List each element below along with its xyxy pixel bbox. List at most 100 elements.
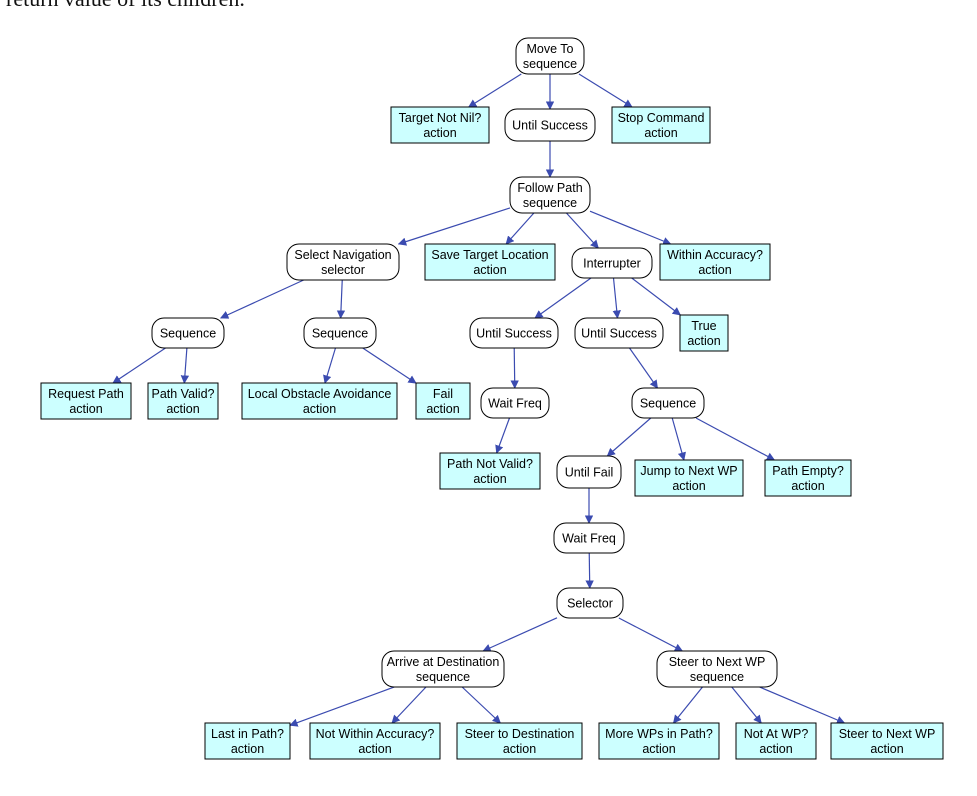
node-label: Within Accuracy? [667,248,763,262]
node-not-at-wp: Not At WP?action [735,722,817,760]
node-label: Arrive at Destination [387,655,500,669]
node-label: action [687,334,720,348]
composite-node-box [631,387,705,419]
node-sequence-3: Sequence [631,387,705,419]
node-label: action [303,402,336,416]
node-label: action [791,479,824,493]
node-label: Request Path [48,387,124,401]
node-label: sequence [523,196,577,210]
node-label: action [503,742,536,756]
action-node-box [634,459,744,497]
node-label: action [870,742,903,756]
node-label: sequence [690,670,744,684]
action-node-box [598,722,720,760]
composite-node-box [286,243,400,281]
node-label: action [759,742,792,756]
node-label: Target Not Nil? [399,111,482,125]
edge-interrupter-to-until-success-3 [612,277,621,319]
composite-node-box [556,455,622,489]
node-label: Steer to Next WP [839,727,936,741]
edge-sequence-3-to-path-empty [695,417,776,461]
edge-until-success-2-to-wait-freq-1 [510,347,519,389]
edge-arrive-at-destination-to-not-within-accuracy [391,686,427,724]
node-path-valid: Path Valid?action [147,382,219,420]
node-wait-freq-2: Wait Freq [553,522,625,554]
action-node-box [659,243,771,281]
edge-sequence-2-to-local-obstacle-avoidance [323,347,337,384]
edge-wait-freq-1-to-path-not-valid [495,417,511,454]
node-label: Not Within Accuracy? [316,727,435,741]
edge-sequence-2-to-fail [362,347,417,384]
action-node-box [439,452,541,490]
edge-steer-to-next-wp-seq-to-steer-to-next-wp [759,686,846,724]
composite-node-box [303,317,377,349]
edge-move-to-to-stop-command [578,73,633,108]
node-label: Path Valid? [151,387,214,401]
node-label: action [698,263,731,277]
action-node-box [390,106,490,144]
node-until-fail: Until Fail [556,455,622,489]
edge-move-to-to-target-not-nil [467,73,522,108]
edge-wait-freq-2-to-selector [585,552,594,589]
node-not-within-accuracy: Not Within Accuracy?action [309,722,441,760]
edge-sequence-3-to-until-fail [606,417,652,457]
node-label: Sequence [160,327,216,341]
action-node-box [456,722,583,760]
node-label: action [358,742,391,756]
node-label: action [672,479,705,493]
action-node-box [764,459,852,497]
node-label: Path Empty? [772,464,844,478]
node-label: Interrupter [583,257,641,271]
edge-interrupter-to-until-success-2 [534,277,592,319]
node-label: Fail [433,387,453,401]
node-label: action [231,742,264,756]
edge-arrive-at-destination-to-last-in-path [289,686,395,727]
composite-node-box [381,650,505,688]
node-label: Not At WP? [744,727,809,741]
edge-interrupter-to-true [631,277,682,316]
edge-follow-path-to-within-accuracy [589,210,672,246]
node-label: Last in Path? [211,727,284,741]
node-label: Select Navigation [294,248,391,262]
composite-node-box [553,522,625,554]
node-label: action [426,402,459,416]
node-label: Steer to Destination [465,727,575,741]
composite-node-box [480,387,550,419]
node-interrupter: Interrupter [571,247,653,279]
action-node-box [424,243,556,281]
action-node-box [830,722,944,760]
node-label: Save Target Location [431,248,548,262]
edge-sequence-1-to-request-path [112,347,166,384]
composite-node-box [504,108,596,142]
node-label: Sequence [312,327,368,341]
action-node-box [309,722,441,760]
node-last-in-path: Last in Path?action [204,722,291,760]
node-label: Move To [526,42,573,56]
composite-node-box [151,317,225,349]
action-node-box [611,106,711,144]
node-label: Until Success [581,327,657,341]
node-label: Until Success [512,119,588,133]
action-node-box [679,314,729,352]
node-label: Selector [567,597,613,611]
edge-sequence-3-to-jump-to-next-wp [671,417,686,461]
node-label: Until Success [476,327,552,341]
node-label: action [642,742,675,756]
composite-node-box [574,317,664,349]
node-label: sequence [523,57,577,71]
edge-selector-to-arrive-at-destination [482,617,558,652]
edge-follow-path-to-save-target-location [505,212,535,245]
edge-sequence-1-to-path-valid [180,347,190,384]
composite-node-box [656,650,778,688]
edge-select-navigation-to-sequence-2 [336,279,346,319]
node-within-accuracy: Within Accuracy?action [659,243,771,281]
